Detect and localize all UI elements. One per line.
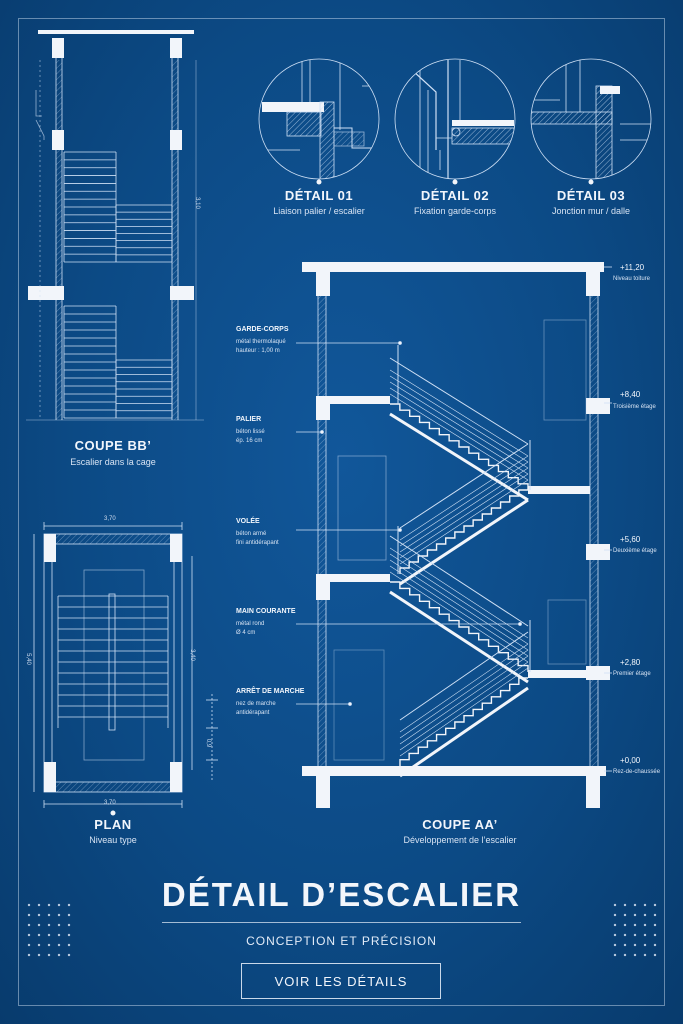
plan-dim-right: 3,40 [188, 649, 195, 661]
detail-02-subtitle: Fixation garde-corps [413, 206, 497, 216]
annotation-garde-corps-title: GARDE-CORPS [236, 326, 289, 333]
decorative-dots-right [610, 900, 660, 962]
annotation-arret-marche-title: ARRÊT DE MARCHE [236, 688, 305, 695]
level-2-name: Deuxième étage [613, 548, 657, 554]
coupe-bb-drawing [26, 30, 204, 421]
title-divider [162, 922, 521, 923]
annotation-arret-marche-line2: antidérapant [236, 710, 270, 716]
annotation-main-courante-title: MAIN COURANTE [236, 608, 296, 615]
annotation-volee-line2: fini antidérapant [236, 540, 279, 546]
coupe-bb-subtitle: Escalier dans la cage [70, 457, 156, 467]
detail-01-title: DÉTAIL 01 [284, 188, 354, 203]
annotation-palier-line2: ép. 16 cm [236, 438, 263, 444]
level-0-name: Rez-de-chaussée [613, 769, 661, 775]
coupe-bb-title: COUPE BB’ [74, 438, 152, 453]
level-1-value: +2,80 [620, 658, 641, 667]
annotation-palier-line1: béton lissé [236, 429, 265, 435]
annotation-main-courante-line1: métal rond [236, 621, 265, 627]
annotation-garde-corps-line1: métal thermolaqué [236, 339, 286, 345]
level-0-value: +0,00 [620, 756, 641, 765]
main-subtitle: CONCEPTION ET PRÉCISION [246, 934, 437, 948]
coupe-aa-drawing [296, 262, 612, 808]
annotation-main-courante-line2: Ø 4 cm [236, 630, 256, 636]
detail-03-title: DÉTAIL 03 [556, 188, 626, 203]
detail-01-drawing [258, 58, 380, 185]
level-roof-value: +11,20 [620, 263, 645, 272]
decorative-dots-left [24, 900, 74, 962]
detail-02-title: DÉTAIL 02 [420, 188, 490, 203]
level-3-name: Troisième étage [613, 404, 656, 410]
plan-subtitle: Niveau type [89, 835, 137, 845]
level-2-value: +5,60 [620, 535, 641, 544]
main-title: DÉTAIL D’ESCALIER [161, 876, 522, 913]
view-details-button[interactable]: VOIR LES DÉTAILS [241, 963, 441, 999]
plan-dim-bottom: 3,70 [104, 800, 116, 806]
annotation-volee-title: VOLÉE [236, 518, 260, 525]
detail-03-drawing [530, 58, 652, 185]
detail-03-subtitle: Jonction mur / dalle [551, 206, 631, 216]
annotation-arret-marche-line1: nez de marche [236, 701, 276, 707]
detail-02-drawing [394, 58, 516, 185]
annotation-volee-line1: béton armé [236, 531, 267, 537]
detail-01-subtitle: Liaison palier / escalier [273, 206, 365, 216]
level-1-name: Premier étage [613, 671, 651, 677]
annotation-palier-title: PALIER [236, 416, 262, 423]
poster-frame [18, 18, 665, 1006]
annotation-garde-corps-line2: hauteur : 1,00 m [236, 348, 280, 354]
plan-drawing [33, 522, 218, 816]
plan-dim-small: 0,9 [205, 738, 212, 748]
plan-title: PLAN [94, 817, 132, 832]
level-3-value: +8,40 [620, 390, 641, 399]
plan-dim-top: 3,70 [104, 516, 116, 522]
plan-dim-left: 5,40 [24, 653, 31, 665]
coupe-aa-subtitle: Développement de l’escalier [403, 835, 517, 845]
coupe-bb-dimension: 3,10 [193, 197, 200, 209]
level-roof-name: Niveau toiture [613, 276, 651, 282]
coupe-aa-title: COUPE AA’ [422, 817, 498, 832]
